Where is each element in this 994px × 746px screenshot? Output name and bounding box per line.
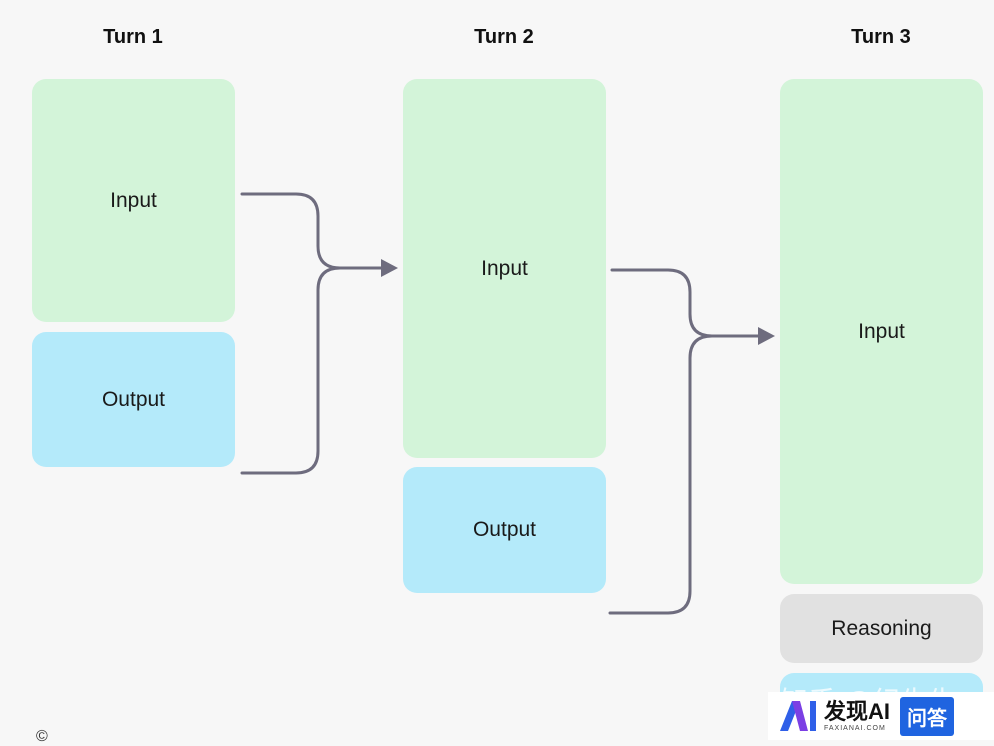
turn-2-input-block: Input [403,79,606,458]
turn-2-output-label: Output [472,518,537,541]
turn-3-title: Turn 3 [851,26,911,48]
turn-1-input-label: Input [110,188,157,212]
turn-2-input-label: Input [481,256,528,280]
turn-1-output-label: Output [101,387,166,411]
turn-3-input-block: Input [780,79,983,584]
ai-logo-icon [780,701,816,731]
turn-3-reasoning-label: Reasoning [831,616,932,640]
turn-2-output-block: Output [403,467,606,593]
connector-t1-output [240,266,342,475]
connector-t1-input [240,192,386,270]
turn-2-title: Turn 2 [474,26,534,48]
watermark-badge: 发现AI FAXIANAI.COM 问答 [768,692,994,740]
turn-1-title: Turn 1 [103,26,163,48]
turn-3-input-label: Input [858,319,905,343]
connector-t2-input [610,268,763,338]
turn-3-reasoning-block: Reasoning [780,594,983,663]
connector-t2-output [608,334,714,615]
arrowhead-t3 [758,327,775,345]
turn-1-output-block: Output [32,332,235,467]
watermark-brand: 发现AI FAXIANAI.COM [824,698,891,732]
watermark-qa-badge: 问答 [900,696,955,736]
watermark-brand-sub: FAXIANAI.COM [824,724,886,732]
turn-1-input-block: Input [32,79,235,322]
watermark-brand-name: 发现AI [824,698,891,724]
arrowhead-t2 [381,259,398,277]
corner-glyph: © [36,728,48,745]
